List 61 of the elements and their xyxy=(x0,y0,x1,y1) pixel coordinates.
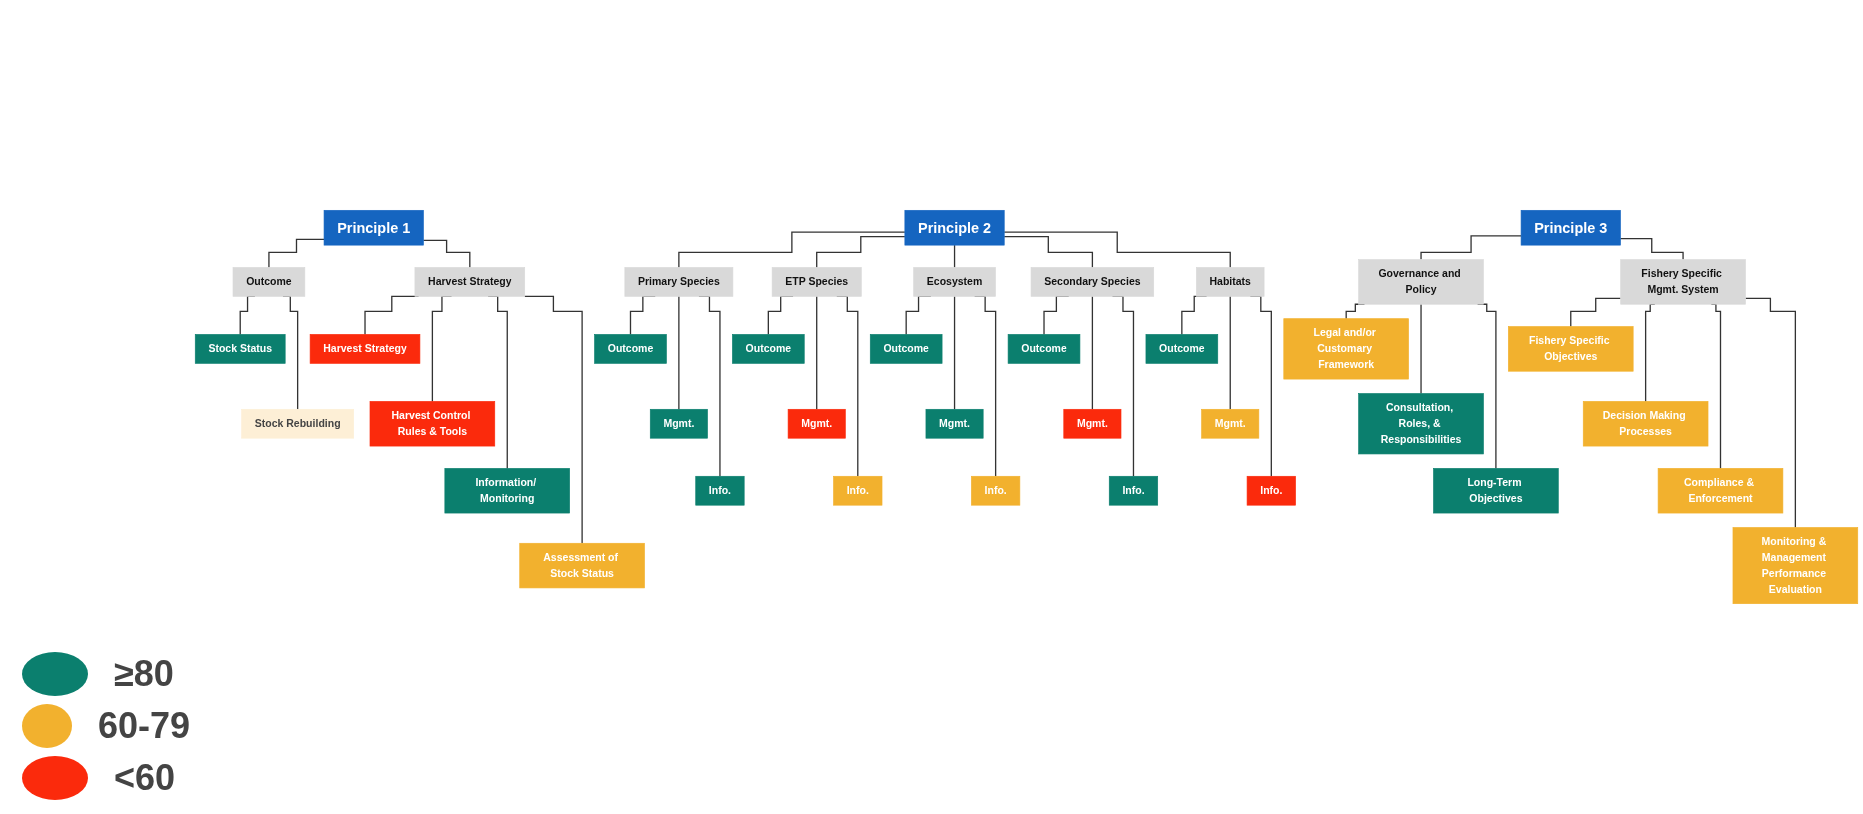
node-box: Outcome xyxy=(232,267,306,297)
node-box: Principle 2 xyxy=(904,210,1005,246)
node-box: Principle 3 xyxy=(1520,210,1621,246)
node-box: Secondary Species xyxy=(1030,267,1155,297)
connector xyxy=(953,244,956,269)
node-box: Mgmt. xyxy=(787,408,846,439)
node-box: Information/ Monitoring xyxy=(444,468,570,514)
node-box: Info. xyxy=(695,475,745,506)
node-box: Compliance & Enforcement xyxy=(1657,468,1784,514)
node-box: Long-Term Objectives xyxy=(1433,468,1559,514)
node-box: Outcome xyxy=(1145,334,1219,364)
node-box: Monitoring & Management Performance Evaluation xyxy=(1732,527,1859,604)
connector xyxy=(1091,295,1094,410)
connector xyxy=(268,238,325,269)
legend-label: <60 xyxy=(114,757,176,799)
node-box: Outcome xyxy=(869,334,943,364)
connector xyxy=(1420,235,1522,261)
node-box: Assessment of Stock Status xyxy=(519,542,645,589)
node-box: Principle 1 xyxy=(323,210,424,246)
node-box: Harvest Control Rules & Tools xyxy=(369,401,496,447)
node-box: Info. xyxy=(1246,475,1296,506)
connector xyxy=(1003,231,1231,269)
node-box: Legal and/or Customary Framework xyxy=(1283,318,1409,380)
node-box: ETP Species xyxy=(771,267,862,297)
connector xyxy=(1003,235,1094,269)
connector xyxy=(1570,297,1622,328)
legend-label: ≥80 xyxy=(114,653,174,695)
node-box: Outcome xyxy=(1007,334,1081,364)
node-box: Stock Rebuilding xyxy=(241,408,354,439)
connector xyxy=(678,295,680,410)
node-box: Harvest Strategy xyxy=(309,334,421,364)
connector xyxy=(816,235,906,269)
node-box: Decision Making Processes xyxy=(1582,401,1709,447)
node-box: Consultation, Roles, & Responsibilities xyxy=(1358,393,1484,455)
node-box: Stock Status xyxy=(194,334,286,364)
connector xyxy=(1744,297,1796,529)
node-box: Info. xyxy=(971,475,1021,506)
connector xyxy=(1619,237,1684,261)
node-box: Habitats xyxy=(1196,267,1265,297)
node-box: Outcome xyxy=(594,334,667,364)
node-box: Mgmt. xyxy=(1201,408,1260,439)
node-box: Governance and Policy xyxy=(1358,259,1484,305)
node-box: Mgmt. xyxy=(649,408,708,439)
node-box: Info. xyxy=(833,475,883,506)
connector xyxy=(422,239,471,269)
node-box: Info. xyxy=(1108,475,1158,506)
node-box: Mgmt. xyxy=(925,408,984,439)
connector xyxy=(816,295,818,410)
connector xyxy=(1420,303,1422,395)
node-box: Outcome xyxy=(732,334,805,364)
node-box: Fishery Specific Mgmt. System xyxy=(1620,259,1746,305)
node-box: Primary Species xyxy=(624,267,734,297)
connector xyxy=(1229,295,1231,410)
node-box: Fishery Specific Objectives xyxy=(1508,326,1634,372)
connector xyxy=(678,231,906,269)
node-box: Mgmt. xyxy=(1063,408,1122,439)
connector xyxy=(524,295,583,544)
connector xyxy=(953,295,956,410)
node-box: Harvest Strategy xyxy=(414,267,526,297)
node-box: Ecosystem xyxy=(913,267,996,297)
legend-label: 60-79 xyxy=(97,705,190,747)
